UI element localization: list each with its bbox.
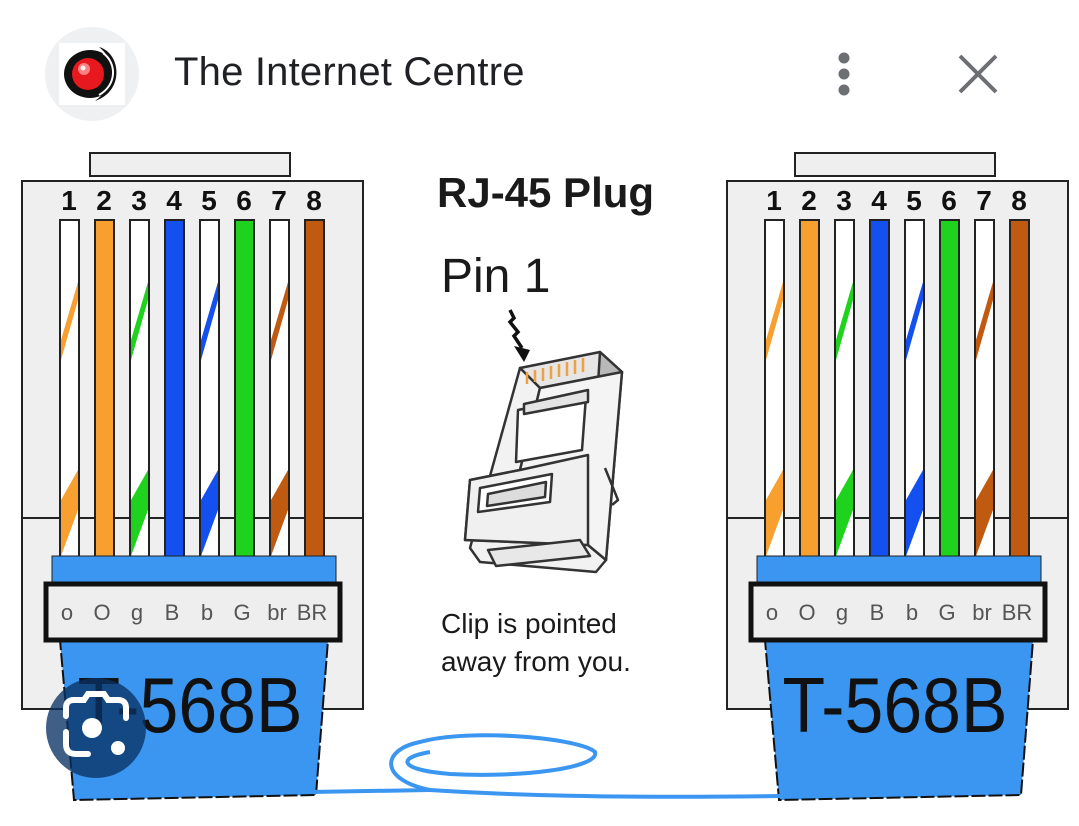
wire-white-green [129, 219, 150, 561]
wire-blue [164, 219, 185, 561]
site-title: The Internet Centre [174, 50, 525, 94]
wire-white-blue [199, 219, 220, 561]
wire-white-brown [269, 219, 290, 561]
color-code-label: o [61, 600, 73, 625]
pin-number: 1 [766, 185, 782, 216]
color-code-label: G [938, 600, 955, 625]
wire-stripe [836, 470, 853, 556]
app-header: The Internet Centre [0, 0, 1079, 140]
wire-body [304, 219, 325, 561]
wire-body [94, 219, 115, 561]
clip-note-line-1: Clip is pointed [441, 608, 617, 639]
more-vert-icon [838, 52, 850, 96]
color-code-label: BR [297, 600, 328, 625]
wire-stripe [836, 282, 853, 360]
pin-number: 2 [801, 185, 817, 216]
close-button[interactable] [954, 50, 1002, 98]
wire-orange [94, 219, 115, 561]
pin-number: 8 [1011, 185, 1027, 216]
pin-number: 3 [836, 185, 852, 216]
pin-number: 3 [131, 185, 147, 216]
color-code-label: B [165, 600, 180, 625]
more-options-button[interactable] [826, 48, 862, 100]
wire-body [869, 219, 890, 561]
color-code-strip [748, 581, 1048, 643]
wire-body [164, 219, 185, 561]
color-code-label: G [233, 600, 250, 625]
wire-stripe [976, 470, 993, 556]
color-code-label: BR [1002, 600, 1033, 625]
pin-number: 7 [271, 185, 287, 216]
pin-number: 5 [201, 185, 217, 216]
wire-green [939, 219, 960, 561]
pin-number: 6 [236, 185, 252, 216]
red-orb-logo-icon [59, 43, 125, 105]
wire-stripe [976, 282, 993, 360]
wire-brown [1009, 219, 1030, 561]
wire-body [234, 219, 255, 561]
wire-stripe [131, 282, 148, 360]
pin-number: 5 [906, 185, 922, 216]
google-lens-icon [63, 691, 129, 757]
wire-stripe [201, 470, 218, 556]
color-code-label: O [798, 600, 815, 625]
standard-label: T-568B [783, 661, 1008, 749]
pin-number: 8 [306, 185, 322, 216]
wire-orange [799, 219, 820, 561]
connector-clip [89, 152, 291, 177]
color-code-label: B [870, 600, 885, 625]
plug-title: RJ-45 Plug [437, 169, 654, 216]
google-lens-button[interactable] [46, 678, 146, 778]
connector-clip [794, 152, 996, 177]
color-code-label: g [131, 600, 143, 625]
wire-body [799, 219, 820, 561]
wire-stripe [271, 470, 288, 556]
pin-1-arrow [507, 309, 530, 362]
wire-stripe [61, 470, 78, 556]
cable-jacket-top [51, 555, 337, 585]
pin-1-label: Pin 1 [441, 250, 550, 303]
wire-white-brown [974, 219, 995, 561]
pin-number: 2 [96, 185, 112, 216]
pin-number: 7 [976, 185, 992, 216]
color-code-label: g [836, 600, 848, 625]
wire-stripe [131, 470, 148, 556]
wire-stripe [201, 282, 218, 360]
wire-green [234, 219, 255, 561]
wire-stripe [271, 282, 288, 360]
color-code-label: O [93, 600, 110, 625]
wire-stripe [906, 470, 923, 556]
wire-stripe [766, 282, 783, 360]
wire-body [939, 219, 960, 561]
clip-note-line-2: away from you. [441, 646, 631, 677]
color-code-label: b [201, 600, 213, 625]
wire-blue [869, 219, 890, 561]
color-code-label: b [906, 600, 918, 625]
color-code-label: o [766, 600, 778, 625]
wire-stripe [766, 470, 783, 556]
wire-white-green [834, 219, 855, 561]
pin-number: 4 [871, 185, 887, 216]
pin-number: 6 [941, 185, 957, 216]
wire-body [1009, 219, 1030, 561]
pin-number: 1 [61, 185, 77, 216]
wire-white-orange [764, 219, 785, 561]
color-code-label: br [267, 600, 287, 625]
color-code-label: br [972, 600, 992, 625]
wire-stripe [61, 282, 78, 360]
site-logo[interactable] [45, 27, 139, 121]
wire-stripe [906, 282, 923, 360]
wire-white-blue [904, 219, 925, 561]
rj45-plug-illustration [463, 350, 624, 574]
pin-number: 4 [166, 185, 182, 216]
cable-coil [309, 733, 781, 799]
wire-brown [304, 219, 325, 561]
close-icon [958, 54, 998, 94]
cable-jacket-top [756, 555, 1042, 585]
color-code-strip [43, 581, 343, 643]
wire-white-orange [59, 219, 80, 561]
